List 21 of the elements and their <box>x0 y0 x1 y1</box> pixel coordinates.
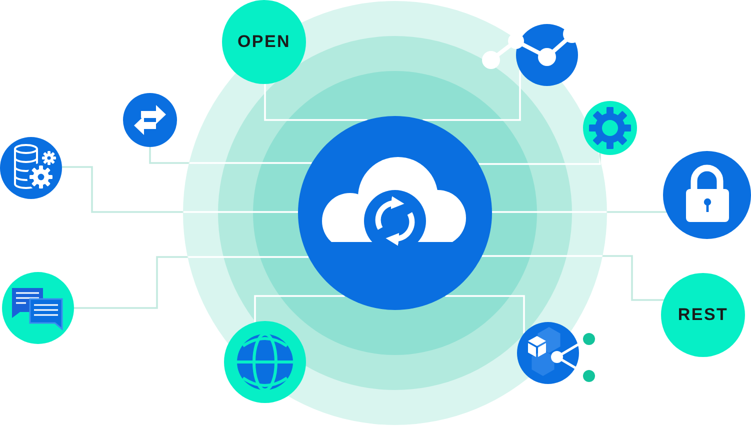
connector-line <box>478 153 601 165</box>
network-graph-icon <box>482 24 581 86</box>
connector-line <box>62 166 298 213</box>
connector-line <box>264 84 368 121</box>
cube-share-icon <box>517 322 595 384</box>
connector-line <box>254 295 345 322</box>
connector-line <box>445 295 525 334</box>
node-label: OPEN <box>238 32 290 52</box>
settings-icon <box>583 101 637 155</box>
connector-line <box>149 147 312 164</box>
connector-line <box>492 211 666 213</box>
padlock-icon <box>663 151 751 239</box>
node-label: REST <box>678 306 728 324</box>
connector-line <box>482 255 664 301</box>
globe-icon <box>224 321 306 403</box>
connector-line <box>74 256 309 309</box>
connector-line <box>422 70 521 121</box>
database-gears-icon <box>0 137 62 199</box>
chat-bubbles-icon <box>2 272 74 344</box>
cloud-sync-icon <box>298 116 492 310</box>
exchange-arrows-icon <box>123 93 177 147</box>
